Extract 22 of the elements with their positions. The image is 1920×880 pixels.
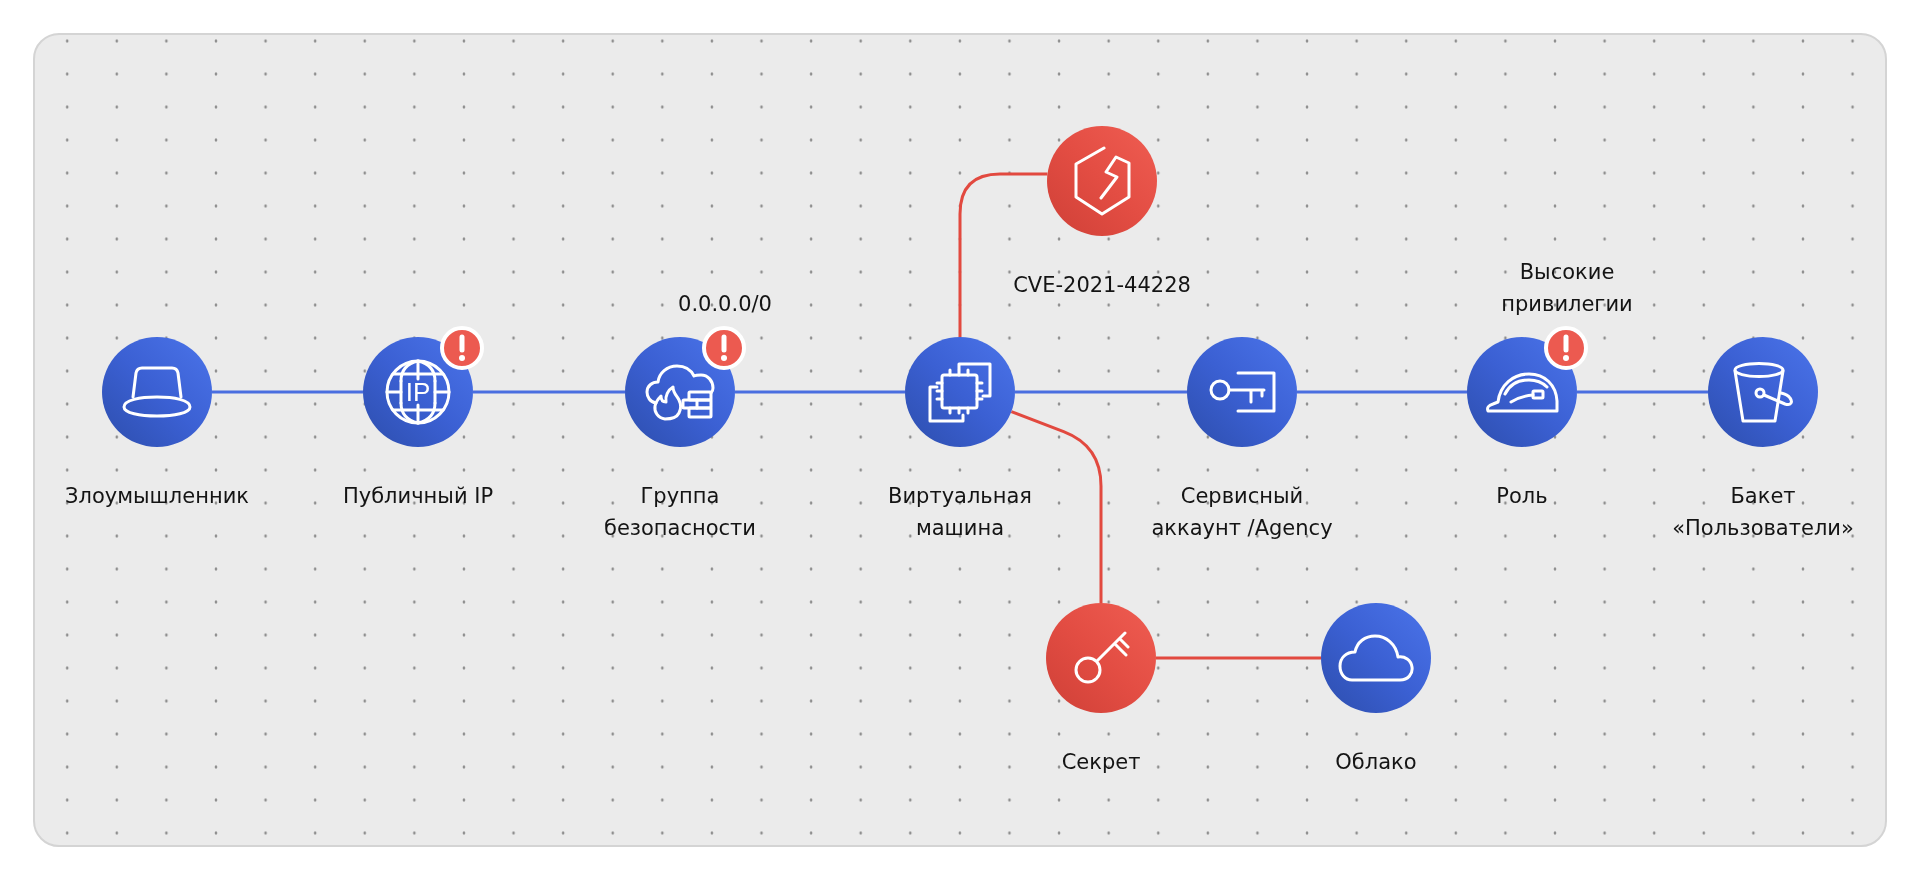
connector-line [958,172,1048,337]
node-label: Злоумышленник [65,483,249,510]
node-label: Группа безопасности [602,483,757,542]
icon-label: IP [405,379,431,405]
node-label: Публичный IP [342,483,494,510]
node-label: Сервисный аккаунт /Agency [1150,483,1334,542]
connector-line [1015,390,1187,394]
node-label: Роль [1496,483,1548,510]
node-label: CVE-2021-44228 [1013,272,1191,299]
connector-line [473,390,625,394]
connector-line [212,390,363,394]
node-note: 0.0.0.0/0 [678,291,772,318]
node-label: Бакет «Пользователи» [1671,483,1855,542]
node-label: Секрет [1061,749,1141,776]
node-label: Облако [1335,749,1417,776]
connector-line [735,390,905,394]
node-note: Высокие привилегии [1500,259,1634,318]
node-label: Виртуальная машина [887,483,1033,542]
connector-line [1577,390,1708,394]
connector-line [1297,390,1467,394]
connector-line [1010,410,1103,603]
connector-line [1156,656,1321,660]
